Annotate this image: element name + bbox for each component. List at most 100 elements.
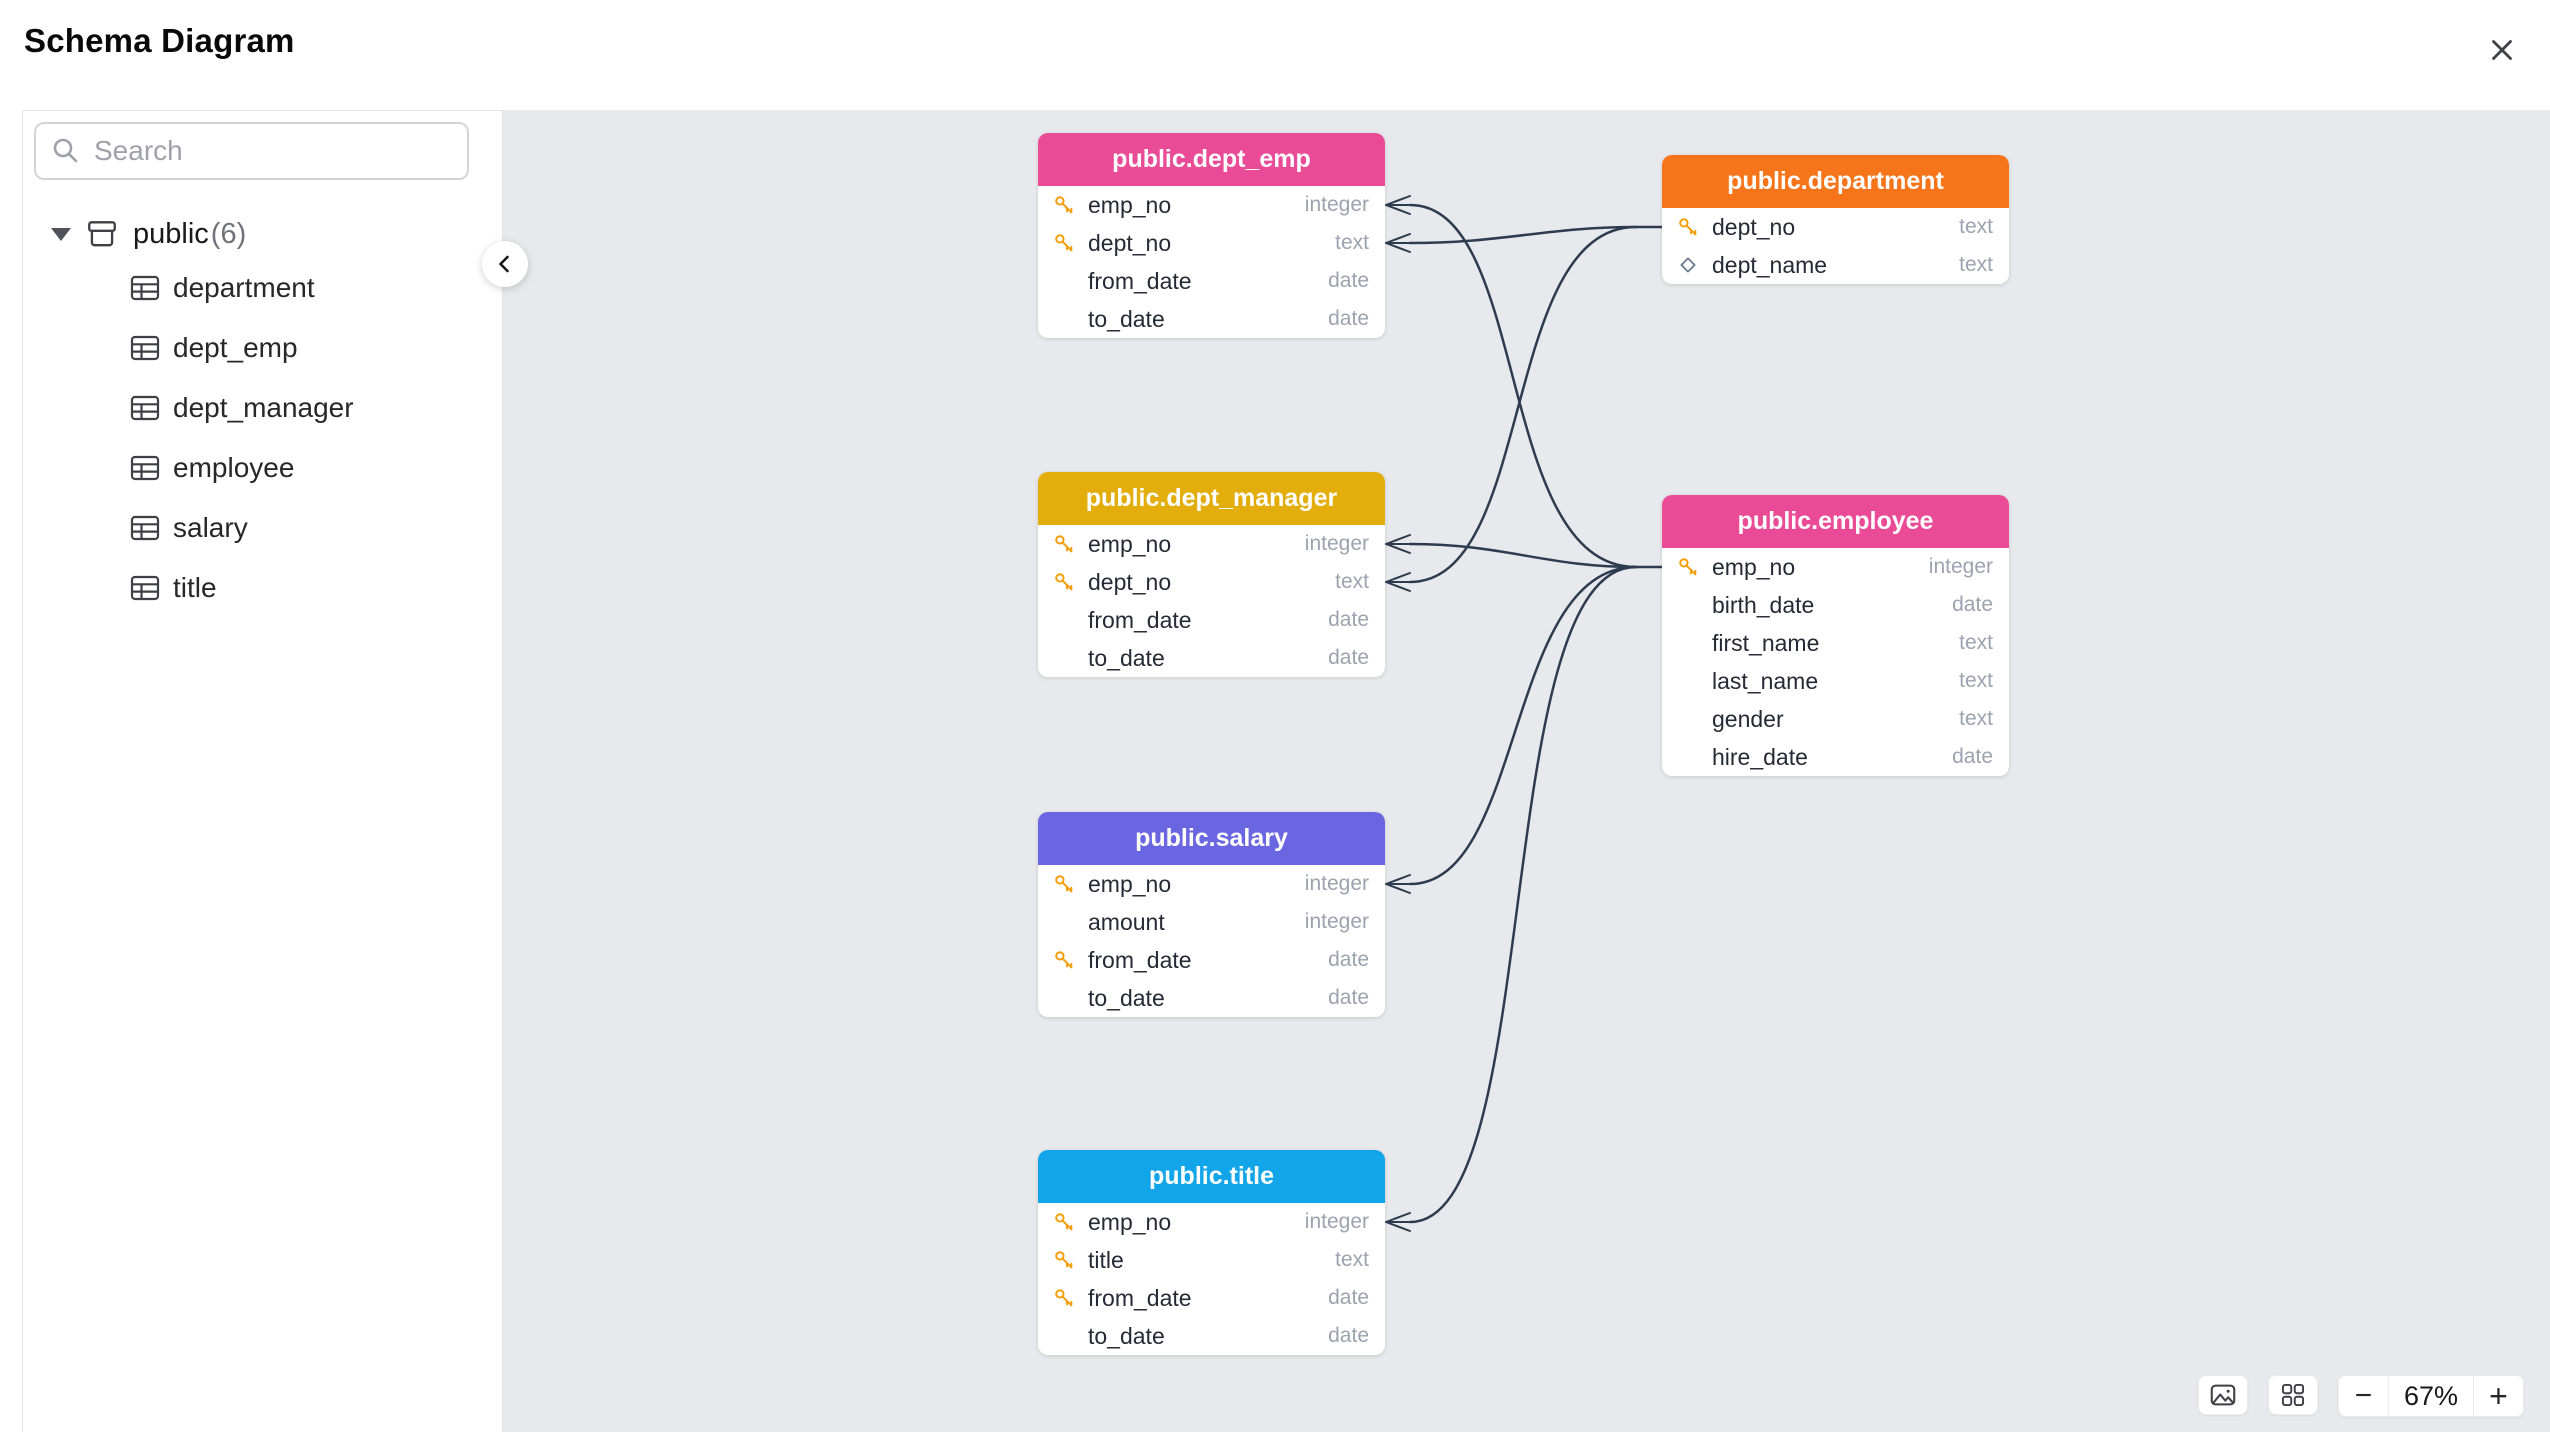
column-type: text (1959, 707, 1993, 730)
search-input[interactable] (92, 134, 457, 168)
close-button[interactable] (2480, 28, 2524, 72)
column-name: emp_no (1088, 191, 1172, 218)
sidebar-collapse-button[interactable] (482, 241, 528, 287)
table-node-department[interactable]: public.department dept_no text dept_name… (1662, 155, 2009, 284)
zoom-out-button[interactable]: − (2339, 1376, 2389, 1416)
zoom-controls: − 67% + (2338, 1375, 2524, 1417)
table-column-row: hire_date date (1662, 738, 2009, 776)
sidebar-item-label: title (173, 572, 217, 603)
column-type: integer (1928, 555, 1993, 578)
table-column-row: to_date date (1038, 300, 1385, 338)
column-type: date (1328, 986, 1369, 1009)
column-type: integer (1304, 1210, 1369, 1233)
sidebar-item-label: department (173, 272, 315, 303)
layout-grid-button[interactable] (2268, 1375, 2318, 1415)
schema-table-count: (6) (210, 217, 247, 250)
table-column-row: amount integer (1038, 903, 1385, 941)
table-icon (129, 272, 161, 304)
table-icon (129, 452, 161, 484)
column-name: from_date (1088, 946, 1192, 973)
table-column-row: dept_name text (1662, 246, 2009, 284)
primary-key-icon (1052, 232, 1076, 254)
table-column-row: to_date date (1038, 979, 1385, 1017)
search-icon (50, 135, 82, 167)
table-node-salary[interactable]: public.salary emp_no integer amount inte… (1038, 812, 1385, 1017)
export-image-button[interactable] (2198, 1375, 2248, 1415)
column-type: text (1959, 215, 1993, 238)
table-node-header[interactable]: public.dept_manager (1038, 472, 1385, 525)
table-node-dept_manager[interactable]: public.dept_manager emp_no integer dept_… (1038, 472, 1385, 677)
minus-icon: − (2354, 1379, 2373, 1412)
column-name: hire_date (1712, 743, 1808, 770)
table-node-header[interactable]: public.dept_emp (1038, 133, 1385, 186)
column-name: to_date (1088, 305, 1165, 332)
column-name: emp_no (1088, 530, 1172, 557)
column-name: from_date (1088, 1284, 1192, 1311)
sidebar-item-dept_emp[interactable]: dept_emp (23, 318, 502, 378)
primary-key-icon (1052, 1287, 1076, 1309)
table-node-header[interactable]: public.department (1662, 155, 2009, 208)
sidebar-item-department[interactable]: department (23, 258, 502, 318)
column-type: text (1335, 570, 1369, 593)
sidebar-item-label: dept_manager (173, 392, 354, 423)
schema-box-icon (85, 217, 119, 251)
sidebar-item-dept_manager[interactable]: dept_manager (23, 378, 502, 438)
sidebar-item-employee[interactable]: employee (23, 438, 502, 498)
column-name: first_name (1712, 629, 1820, 656)
column-type: integer (1304, 532, 1369, 555)
zoom-in-button[interactable]: + (2473, 1376, 2523, 1416)
table-column-row: from_date date (1038, 601, 1385, 639)
column-name: emp_no (1088, 870, 1172, 897)
column-type: date (1328, 269, 1369, 292)
column-name: title (1088, 1246, 1124, 1273)
close-icon (2485, 33, 2519, 67)
table-column-row: gender text (1662, 700, 2009, 738)
table-node-title[interactable]: public.title emp_no integer title text f… (1038, 1150, 1385, 1355)
sidebar-item-salary[interactable]: salary (23, 498, 502, 558)
diagram-canvas[interactable] (503, 110, 2550, 1432)
sidebar-item-label: employee (173, 452, 295, 483)
zoom-level[interactable]: 67% (2389, 1376, 2473, 1416)
table-node-dept_emp[interactable]: public.dept_emp emp_no integer dept_no t… (1038, 133, 1385, 338)
table-column-row: birth_date date (1662, 586, 2009, 624)
column-name: dept_no (1088, 229, 1172, 256)
column-name: to_date (1088, 984, 1165, 1011)
primary-key-icon (1676, 556, 1700, 578)
table-column-row: first_name text (1662, 624, 2009, 662)
column-name: emp_no (1712, 553, 1796, 580)
column-type: date (1952, 745, 1993, 768)
caret-down-icon (51, 227, 71, 241)
page-title: Schema Diagram (24, 22, 295, 59)
column-name: amount (1088, 908, 1165, 935)
column-type: date (1952, 593, 1993, 616)
primary-key-icon (1052, 533, 1076, 555)
table-column-row: dept_no text (1038, 224, 1385, 262)
sidebar-item-title[interactable]: title (23, 558, 502, 618)
table-column-row: to_date date (1038, 1317, 1385, 1355)
column-name: to_date (1088, 644, 1165, 671)
table-node-header[interactable]: public.salary (1038, 812, 1385, 865)
column-type: date (1328, 646, 1369, 669)
primary-key-icon (1052, 194, 1076, 216)
primary-key-icon (1052, 1249, 1076, 1271)
table-column-row: emp_no integer (1038, 865, 1385, 903)
table-node-header[interactable]: public.employee (1662, 495, 2009, 548)
column-name: from_date (1088, 267, 1192, 294)
tree-node-public[interactable]: public (6) (23, 210, 502, 258)
sidebar-item-label: salary (173, 512, 248, 543)
primary-key-icon (1676, 216, 1700, 238)
column-type: text (1335, 1248, 1369, 1271)
table-column-row: title text (1038, 1241, 1385, 1279)
table-column-row: from_date date (1038, 262, 1385, 300)
column-name: emp_no (1088, 1208, 1172, 1235)
table-column-row: emp_no integer (1038, 186, 1385, 224)
table-node-employee[interactable]: public.employee emp_no integer birth_dat… (1662, 495, 2009, 776)
table-column-row: from_date date (1038, 941, 1385, 979)
table-icon (129, 512, 161, 544)
table-node-header[interactable]: public.title (1038, 1150, 1385, 1203)
table-column-row: emp_no integer (1662, 548, 2009, 586)
primary-key-icon (1052, 1211, 1076, 1233)
column-name: last_name (1712, 667, 1819, 694)
chevron-left-icon (492, 251, 518, 277)
